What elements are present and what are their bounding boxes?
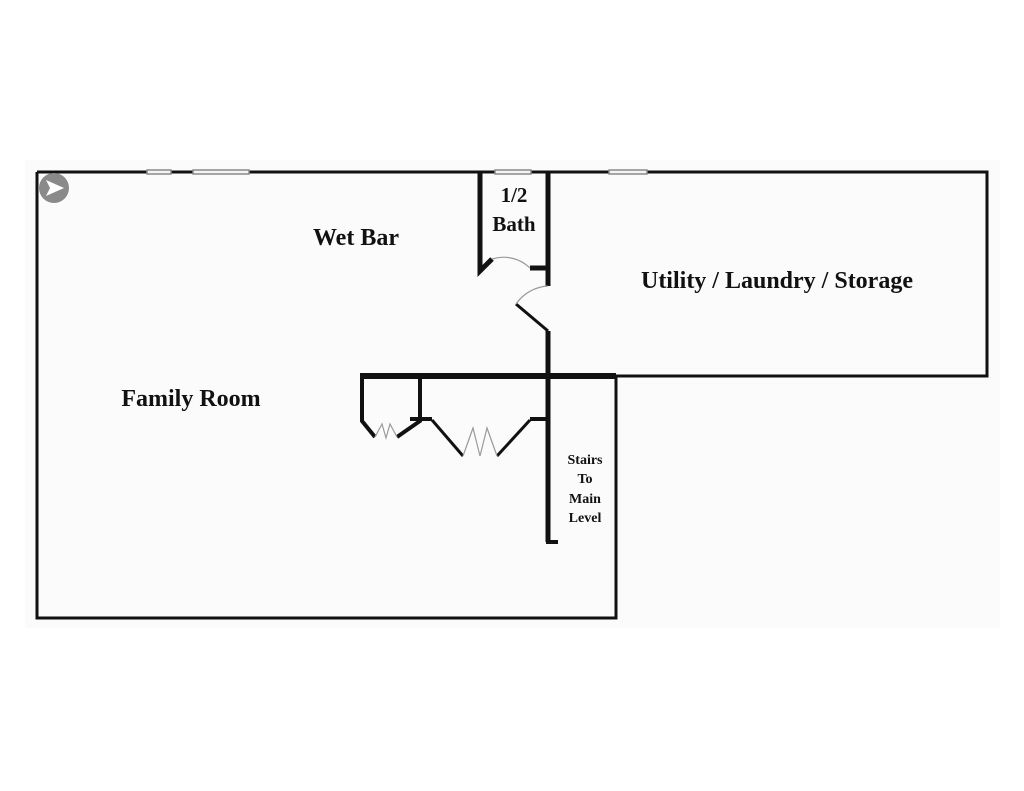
utility-door-leaf (515, 302, 549, 333)
label-half-bath-line2: Bath (492, 212, 536, 236)
half-bath-door-swing (491, 256, 531, 269)
label-stairs-line4: Level (569, 511, 602, 526)
label-stairs-line2: To (577, 472, 592, 487)
window-4 (608, 169, 648, 175)
label-utility: Utility / Laundry / Storage (641, 268, 913, 294)
large-closet-bifold (462, 425, 498, 457)
utility-door-swing (515, 285, 549, 305)
label-wet-bar: Wet Bar (313, 225, 399, 251)
arrow-right-icon (39, 173, 69, 203)
window-3 (494, 169, 532, 175)
small-closet-wall (360, 376, 377, 439)
label-half-bath-line1: 1/2 (501, 183, 528, 207)
half-bath-wall-left (477, 172, 494, 278)
label-stairs-line1: Stairs (568, 453, 604, 468)
label-family-room: Family Room (121, 386, 260, 412)
window-1 (146, 169, 172, 175)
label-stairs-line3: Main (569, 492, 601, 507)
floor-background (25, 160, 1000, 628)
window-2 (192, 169, 250, 175)
large-closet-right (495, 418, 532, 458)
small-closet-bifold (374, 422, 398, 441)
large-closet-left (430, 419, 465, 457)
